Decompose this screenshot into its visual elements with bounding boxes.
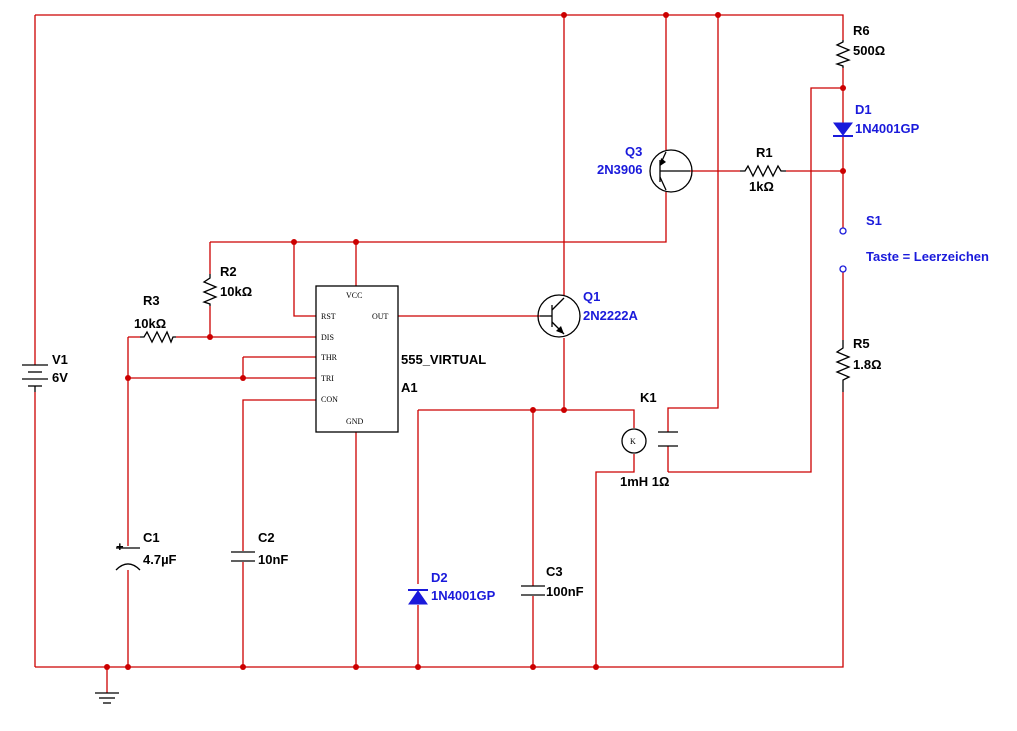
capacitor-c3[interactable]: C3 100nF — [521, 564, 584, 599]
junction-dot — [240, 664, 246, 670]
s1-ref: S1 — [866, 213, 882, 228]
a1-value: 555_VIRTUAL — [401, 352, 486, 367]
junction-dot — [715, 12, 721, 18]
pin-tri: TRI — [321, 374, 334, 383]
r1-ref: R1 — [756, 145, 773, 160]
junction-dot — [240, 375, 246, 381]
wire-coil-net — [418, 409, 635, 667]
junction-dot — [415, 664, 421, 670]
wire-r3-left — [127, 336, 140, 546]
wire-d1-feedback — [668, 87, 843, 473]
resistor-r5[interactable]: R5 1.8Ω — [835, 336, 882, 392]
capacitor-c1[interactable]: + C1 4.7µF — [115, 530, 177, 571]
c3-ref: C3 — [546, 564, 563, 579]
v1-ref: V1 — [52, 352, 68, 367]
resistor-r2[interactable]: R2 10kΩ — [202, 264, 252, 306]
c2-ref: C2 — [258, 530, 275, 545]
wire-top-rail — [35, 14, 844, 40]
junction-dot — [840, 168, 846, 174]
battery-v1[interactable]: V1 6V — [22, 352, 68, 392]
r6-value: 500Ω — [853, 43, 885, 58]
pin-out: OUT — [372, 312, 389, 321]
c3-value: 100nF — [546, 584, 584, 599]
c1-polarity: + — [116, 539, 124, 554]
r2-ref: R2 — [220, 264, 237, 279]
d2-ref: D2 — [431, 570, 448, 585]
wire-q3-collector — [210, 192, 667, 243]
diode-d2[interactable]: D2 1N4001GP — [408, 570, 496, 605]
c1-value: 4.7µF — [143, 552, 177, 567]
s1-value: Taste = Leerzeichen — [866, 249, 989, 264]
k1-ref: K1 — [640, 390, 657, 405]
pin-gnd: GND — [346, 417, 364, 426]
wire-bottom-rail — [35, 392, 844, 668]
junction-dot — [530, 407, 536, 413]
transistor-q3[interactable]: Q3 2N3906 — [597, 144, 693, 193]
d2-value: 1N4001GP — [431, 588, 496, 603]
k1-value: 1mH 1Ω — [620, 474, 669, 489]
wire-thr-tri — [128, 356, 316, 379]
junction-dot — [125, 664, 131, 670]
junction-dot — [593, 664, 599, 670]
d1-value: 1N4001GP — [855, 121, 920, 136]
junction-dot — [561, 12, 567, 18]
junction-dot — [530, 664, 536, 670]
wire-rst — [293, 242, 316, 317]
a1-ref: A1 — [401, 380, 418, 395]
resistor-r6[interactable]: R6 500Ω — [834, 23, 885, 68]
q1-ref: Q1 — [583, 289, 600, 304]
pin-rst: RST — [321, 312, 336, 321]
relay-k1[interactable]: K K1 1mH 1Ω — [620, 390, 678, 489]
q3-value: 2N3906 — [597, 162, 643, 177]
d1-ref: D1 — [855, 102, 872, 117]
wire-relay-contact — [667, 15, 719, 432]
pin-dis: DIS — [321, 333, 334, 342]
r3-ref: R3 — [143, 293, 160, 308]
r6-ref: R6 — [853, 23, 870, 38]
r5-ref: R5 — [853, 336, 870, 351]
junction-dot — [207, 334, 213, 340]
pin-vcc: VCC — [346, 291, 362, 300]
q1-value: 2N2222A — [583, 308, 639, 323]
wires — [34, 14, 844, 693]
c2-value: 10nF — [258, 552, 288, 567]
resistor-r1[interactable]: R1 1kΩ — [740, 145, 786, 194]
junction-dot — [353, 664, 359, 670]
k1-coil-letter: K — [630, 437, 636, 446]
junction-dot — [291, 239, 297, 245]
q3-ref: Q3 — [625, 144, 642, 159]
junction-dot — [663, 12, 669, 18]
c1-ref: C1 — [143, 530, 160, 545]
pin-thr: THR — [321, 353, 338, 362]
transistor-q1[interactable]: Q1 2N2222A — [537, 289, 639, 338]
junction-dot — [353, 239, 359, 245]
junctions — [104, 12, 846, 670]
pin-con: CON — [321, 395, 338, 404]
ground-symbol — [95, 692, 119, 704]
junction-dot — [561, 407, 567, 413]
wire-con — [242, 399, 316, 667]
diode-d1[interactable]: D1 1N4001GP — [833, 102, 920, 137]
junction-dot — [840, 85, 846, 91]
v1-value: 6V — [52, 370, 68, 385]
capacitor-c2[interactable]: C2 10nF — [231, 530, 288, 567]
r5-value: 1.8Ω — [853, 357, 882, 372]
junction-dot — [125, 375, 131, 381]
junction-dot — [104, 664, 110, 670]
switch-s1[interactable]: S1 Taste = Leerzeichen — [839, 213, 989, 273]
r3-value: 10kΩ — [134, 316, 166, 331]
r2-value: 10kΩ — [220, 284, 252, 299]
r1-value: 1kΩ — [749, 179, 774, 194]
ic-555-a1[interactable]: VCC RST DIS THR TRI CON OUT GND 555_VIRT… — [315, 285, 486, 433]
resistor-r3[interactable]: R3 10kΩ — [134, 293, 176, 344]
